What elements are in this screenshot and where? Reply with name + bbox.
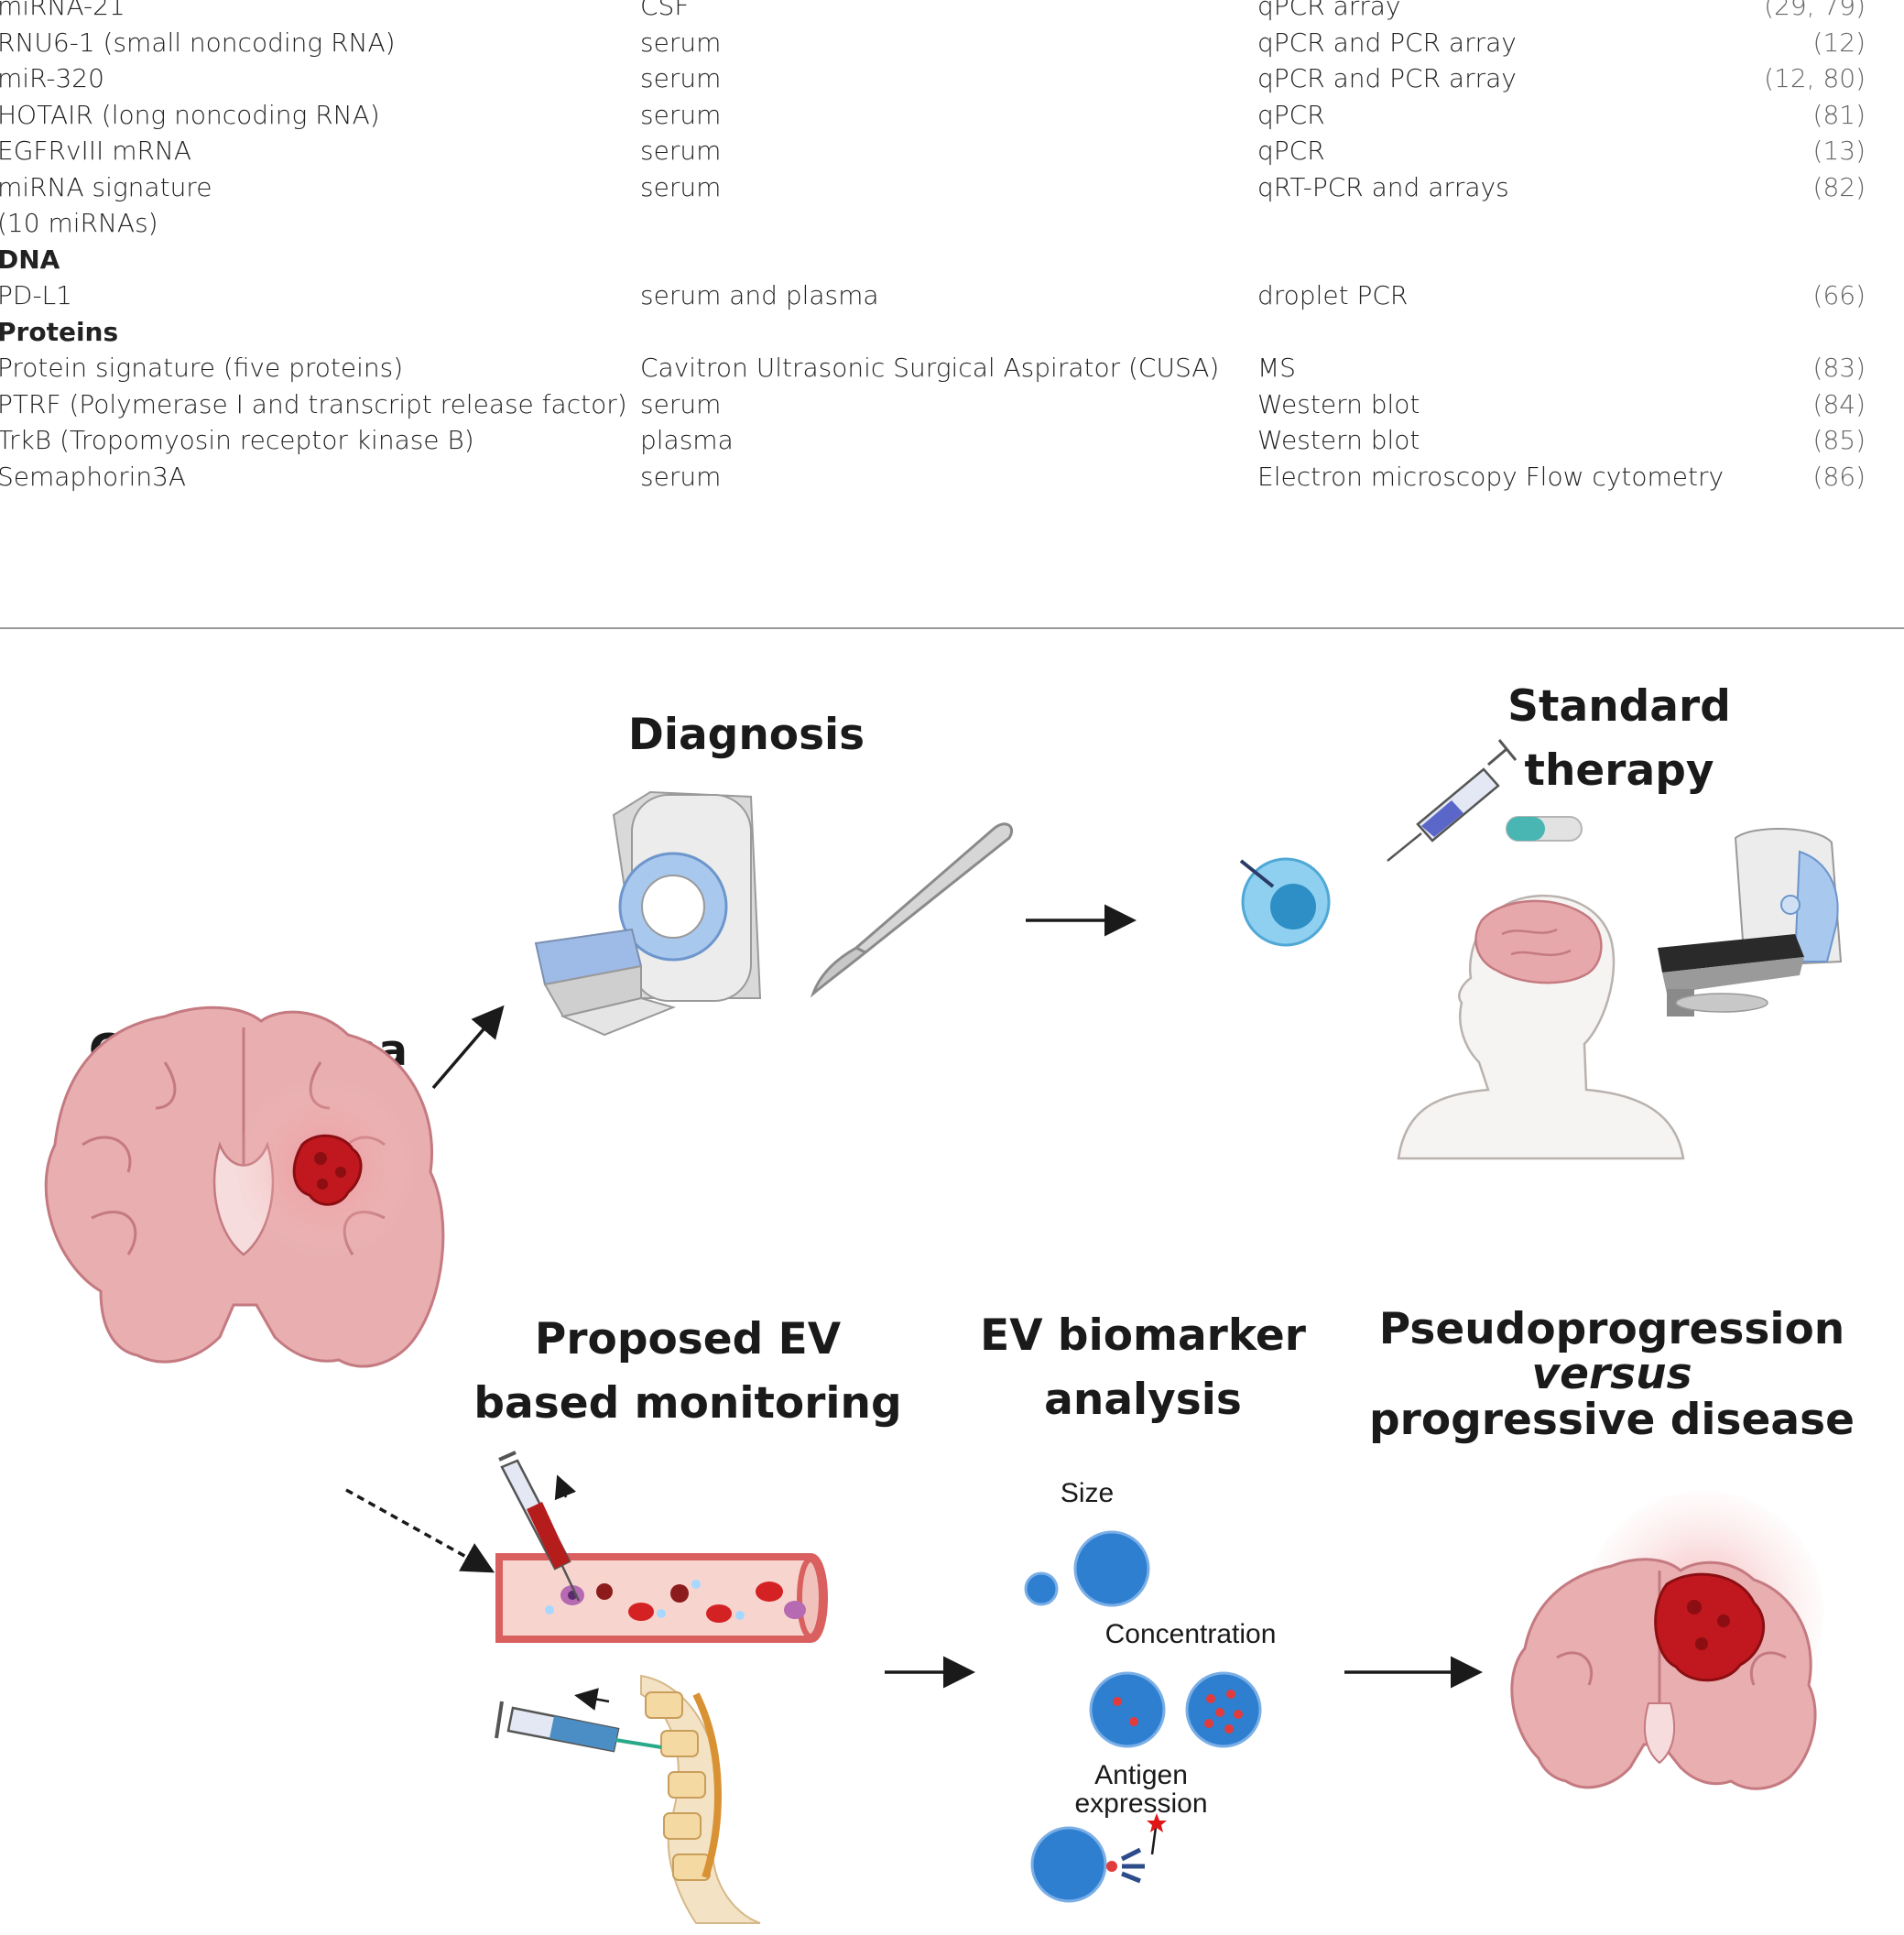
table-row: HOTAIR (long noncoding RNA) serum qPCR (81) (0, 97, 1904, 134)
cell-reference: (66) (1812, 280, 1866, 310)
table-row: miR-320 serum qPCR and PCR array (12, 80) (0, 60, 1904, 97)
cell-biomarker: RNU6-1 (small noncoding RNA) (0, 27, 396, 58)
ev-concentration-icon (1089, 1671, 1262, 1748)
table-row: (10 miRNAs) (0, 205, 1904, 242)
cell-reference: (85) (1812, 425, 1866, 455)
spine-icon (640, 1674, 761, 1924)
radiotherapy-machine-icon (1658, 827, 1843, 1016)
cell-method: Western blot (1257, 388, 1420, 419)
label-ev-analysis-1: EV biomarker (980, 1310, 1307, 1361)
label-pseudo-2: versus (1531, 1349, 1692, 1399)
cell-source: serum (640, 27, 722, 58)
cell-method: MS (1257, 353, 1296, 383)
cell-reference: (29, 79) (1764, 0, 1866, 21)
cell-biomarker: Protein signature (five proteins) (0, 353, 404, 383)
cell-reference: (12, 80) (1764, 63, 1866, 93)
cell-reference: (12) (1812, 27, 1866, 58)
cell-source: serum (640, 136, 722, 166)
figure-panel: Diagnosis Standard therapy Glioblastoma … (0, 632, 1904, 1935)
cell-source: serum (640, 99, 722, 130)
label-concentration: Concentration (1105, 1619, 1277, 1649)
cell-biomarker: HOTAIR (long noncoding RNA) (0, 99, 380, 130)
label-proposed-ev-1: Proposed EV (535, 1314, 842, 1364)
cell-biomarker: PTRF (Polymerase I and transcript releas… (0, 388, 627, 419)
cell-method: Electron microscopy Flow cytometry (1257, 461, 1724, 492)
cell-biomarker: miRNA signature (0, 171, 212, 202)
table-row: RNU6-1 (small noncoding RNA) serum qPCR an… (0, 25, 1904, 61)
cell-biomarker: PD-L1 (0, 280, 72, 310)
cell-biomarker: (10 miRNAs) (0, 208, 158, 238)
cell-biomarker: Semaphorin3A (0, 461, 187, 492)
table-row: Semaphorin3A serum Electron microscopy Flo… (0, 459, 1904, 495)
cell-reference: (83) (1812, 353, 1866, 383)
cell-method: qPCR and PCR array (1257, 63, 1517, 93)
cell-source: serum and plasma (640, 280, 879, 310)
csf-syringe-icon (495, 1688, 662, 1753)
label-standard-therapy-1: Standard (1507, 681, 1731, 732)
table-row: miRNA-21 CSF qPCR array (29, 79) (0, 0, 1904, 25)
table-section-row: DNA (0, 242, 1904, 278)
cell-source: serum (640, 63, 722, 93)
cell-biomarker: DNA (0, 244, 60, 275)
section-divider (0, 627, 1904, 629)
arrow-to-monitoring (345, 1488, 495, 1573)
ev-size-icon (1024, 1530, 1150, 1607)
figure-svg: Diagnosis Standard therapy Glioblastoma … (44, 681, 1855, 1924)
cell-biomarker: Proteins (0, 316, 119, 347)
cell-method: droplet PCR (1257, 280, 1409, 310)
label-antigen-1: Antigen (1094, 1760, 1188, 1790)
cell-method: qPCR (1257, 99, 1325, 130)
therapy-syringe-icon (1387, 739, 1518, 862)
label-antigen-2: expression (1074, 1788, 1207, 1819)
cell-biomarker: miRNA-21 (0, 0, 125, 21)
glioblastoma-brain-icon (44, 1006, 445, 1368)
cell-method: qPCR and PCR array (1257, 27, 1517, 58)
cell-biomarker: TrkB (Tropomyosin receptor kinase B) (0, 425, 474, 455)
label-diagnosis: Diagnosis (628, 710, 865, 760)
biomarker-table: miRNA-21 CSF qPCR array (29, 79) RNU6-1 (sma… (0, 0, 1904, 513)
label-proposed-ev-2: based monitoring (473, 1378, 901, 1429)
label-pseudo-1: Pseudoprogression (1379, 1304, 1845, 1354)
table-row: PTRF (Polymerase I and transcript releas… (0, 386, 1904, 423)
cell-method: qRT-PCR and arrays (1257, 171, 1509, 202)
cell-method: qPCR (1257, 136, 1325, 166)
mri-scanner-icon (534, 790, 762, 1037)
table-row: miRNA signature serum qRT-PCR and arrays (8… (0, 169, 1904, 206)
cell-reference: (82) (1812, 171, 1866, 202)
cell-biomarker: EGFRvIII mRNA (0, 136, 192, 166)
table-section-row: Proteins (0, 314, 1904, 351)
cell-reference: (13) (1812, 136, 1866, 166)
table-row: TrkB (Tropomyosin receptor kinase B) plas… (0, 422, 1904, 459)
label-standard-therapy-2: therapy (1525, 745, 1714, 796)
cell-source: serum (640, 388, 722, 419)
table-row: EGFRvIII mRNA serum qPCR (13) (0, 133, 1904, 169)
scalpel-icon (810, 822, 1014, 998)
cell-method: qPCR array (1257, 0, 1401, 21)
arrow-to-diagnosis (431, 1005, 505, 1090)
cell-biomarker: miR-320 (0, 63, 104, 93)
cell-method: Western blot (1257, 425, 1420, 455)
label-pseudo-3: progressive disease (1369, 1395, 1855, 1445)
table-row: PD-L1 serum and plasma droplet PCR (66) (0, 277, 1904, 314)
outcome-brain-icon (1510, 1491, 1824, 1790)
blood-syringe-icon (498, 1451, 581, 1602)
table-row: Protein signature (five proteins) Cavitro… (0, 350, 1904, 386)
capsule-icon (1506, 816, 1583, 842)
cell-source: CSF (640, 0, 690, 21)
cell-reference: (84) (1812, 388, 1866, 419)
label-size: Size (1061, 1478, 1114, 1508)
label-ev-analysis-2: analysis (1044, 1375, 1242, 1425)
cell-source: plasma (640, 425, 734, 455)
ev-antigen-icon (1030, 1813, 1167, 1903)
cell-reference: (86) (1812, 461, 1866, 492)
patient-head-icon (1397, 894, 1685, 1160)
cell-reference: (81) (1812, 99, 1866, 130)
cell-source: serum (640, 171, 722, 202)
blood-vessel-icon (495, 1553, 828, 1643)
cell-source: serum (640, 461, 722, 492)
cell-source: Cavitron Ultrasonic Surgical Aspirator (… (640, 353, 1220, 383)
cell-icon (1239, 857, 1331, 947)
